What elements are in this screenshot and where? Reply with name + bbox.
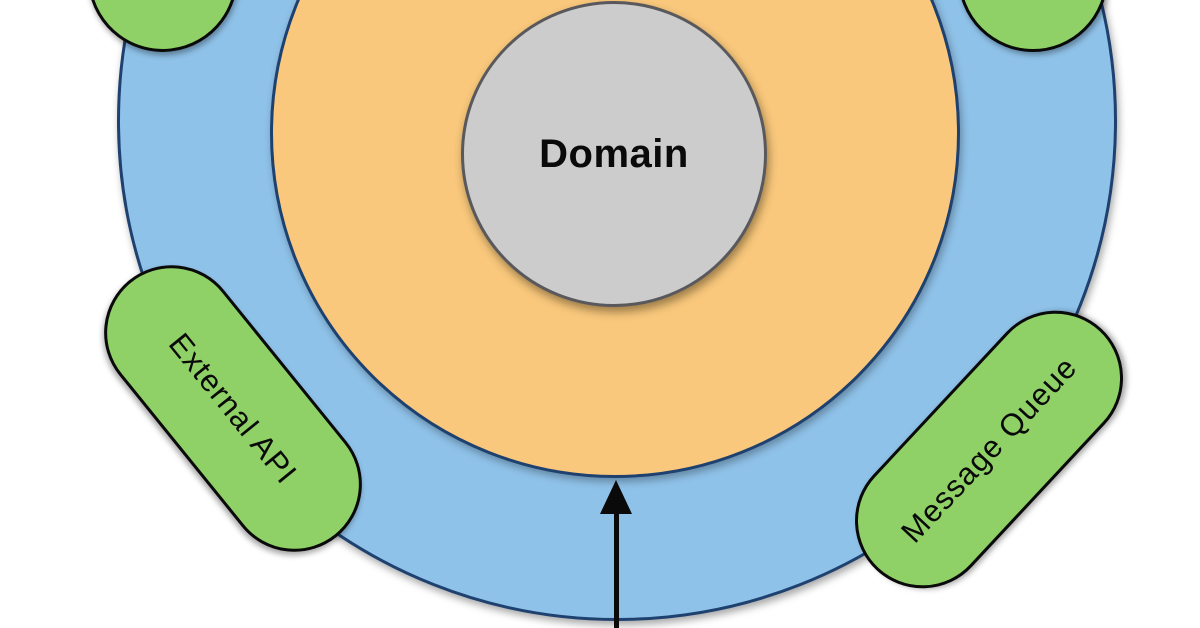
domain-core-circle: Domain — [461, 1, 767, 307]
domain-label: Domain — [539, 131, 689, 176]
up-arrow-line — [614, 510, 619, 628]
up-arrow-head — [600, 480, 632, 514]
